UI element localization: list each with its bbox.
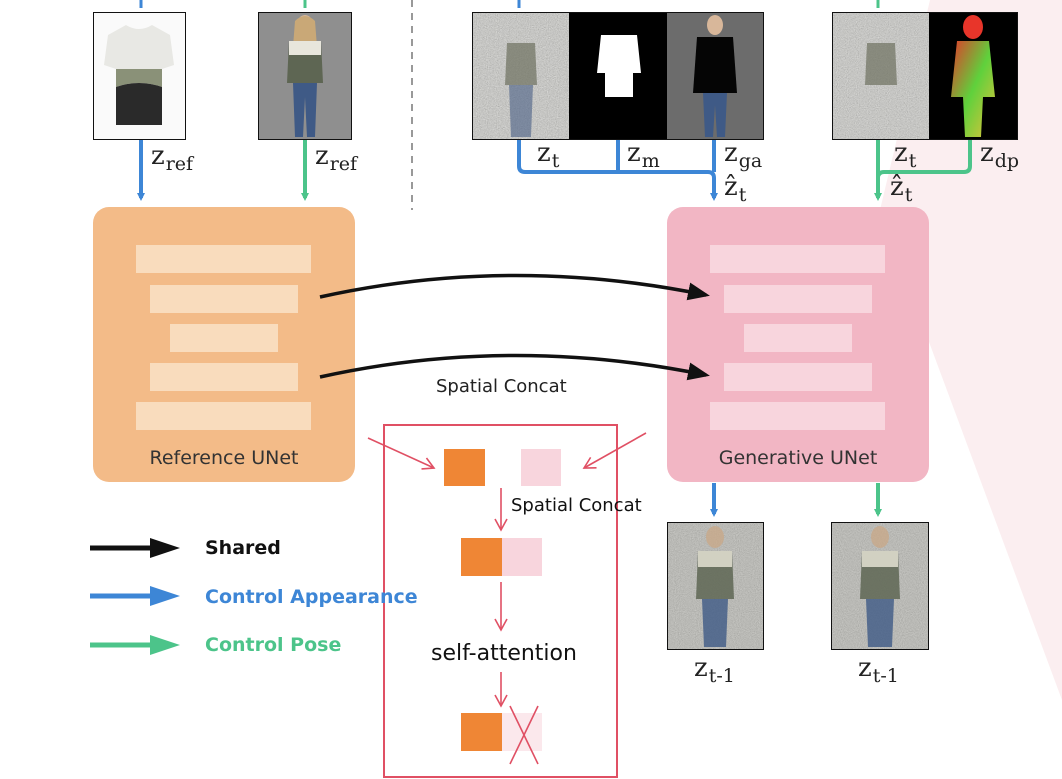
unet-layer (710, 402, 885, 430)
unet-layer (710, 245, 885, 273)
z-t-label: zt (537, 138, 560, 172)
densepose-image (929, 13, 1017, 139)
z-hat-t-label: ẑt (890, 172, 913, 206)
reference-unet: Reference UNet (93, 207, 355, 482)
pose-arrow (876, 140, 972, 179)
concat-generative-feature (502, 538, 542, 576)
kept-feature (461, 713, 502, 751)
z-dp-label: zdp (980, 138, 1020, 172)
detail-spatial-concat-label: Spatial Concat (511, 495, 642, 516)
unet-layer (170, 324, 278, 352)
unet-layer (150, 285, 298, 313)
spatial-concat-label: Spatial Concat (436, 376, 567, 397)
z-ga-label: zga (724, 138, 763, 172)
shared-arrow (319, 353, 710, 381)
reference-feature (444, 449, 485, 486)
unet-layer (744, 324, 852, 352)
output-image-appearance (667, 522, 764, 650)
garment-agnostic-image (667, 13, 763, 139)
mask-image (569, 13, 667, 139)
z-t-minus-1-label: zt-1 (694, 653, 735, 687)
unet-layer (150, 363, 298, 391)
z-t-label: zt (894, 138, 917, 172)
output-image-pose (831, 522, 929, 650)
legend-pose-label: Control Pose (205, 634, 342, 656)
concat-reference-feature (461, 538, 502, 576)
unet-layer (724, 285, 872, 313)
z-ref-label: zref (315, 141, 358, 175)
z-t-minus-1-label: zt-1 (858, 653, 899, 687)
generative-unet-label: Generative UNet (718, 447, 878, 469)
unet-layer (136, 402, 311, 430)
noisy-person-image (473, 13, 569, 139)
pose-input-strip (832, 12, 1018, 140)
person-image (258, 12, 352, 140)
z-ref-label: zref (151, 141, 194, 175)
unet-layer (136, 245, 311, 273)
z-m-label: zm (627, 138, 660, 172)
self-attention-label: self-attention (431, 641, 577, 666)
z-hat-t-label: ẑt (724, 172, 747, 206)
legend-appearance-label: Control Appearance (205, 586, 418, 608)
noisy-person-image (833, 13, 929, 139)
attention-detail-box (383, 424, 618, 778)
generative-feature (521, 449, 561, 486)
legend-shared-label: Shared (205, 537, 281, 559)
appearance-input-strip (472, 12, 764, 140)
shared-arrow (319, 273, 710, 301)
tshirt-image (93, 12, 186, 140)
unet-layer (724, 363, 872, 391)
generative-unet: Generative UNet (667, 207, 929, 482)
reference-unet-label: Reference UNet (149, 447, 299, 469)
